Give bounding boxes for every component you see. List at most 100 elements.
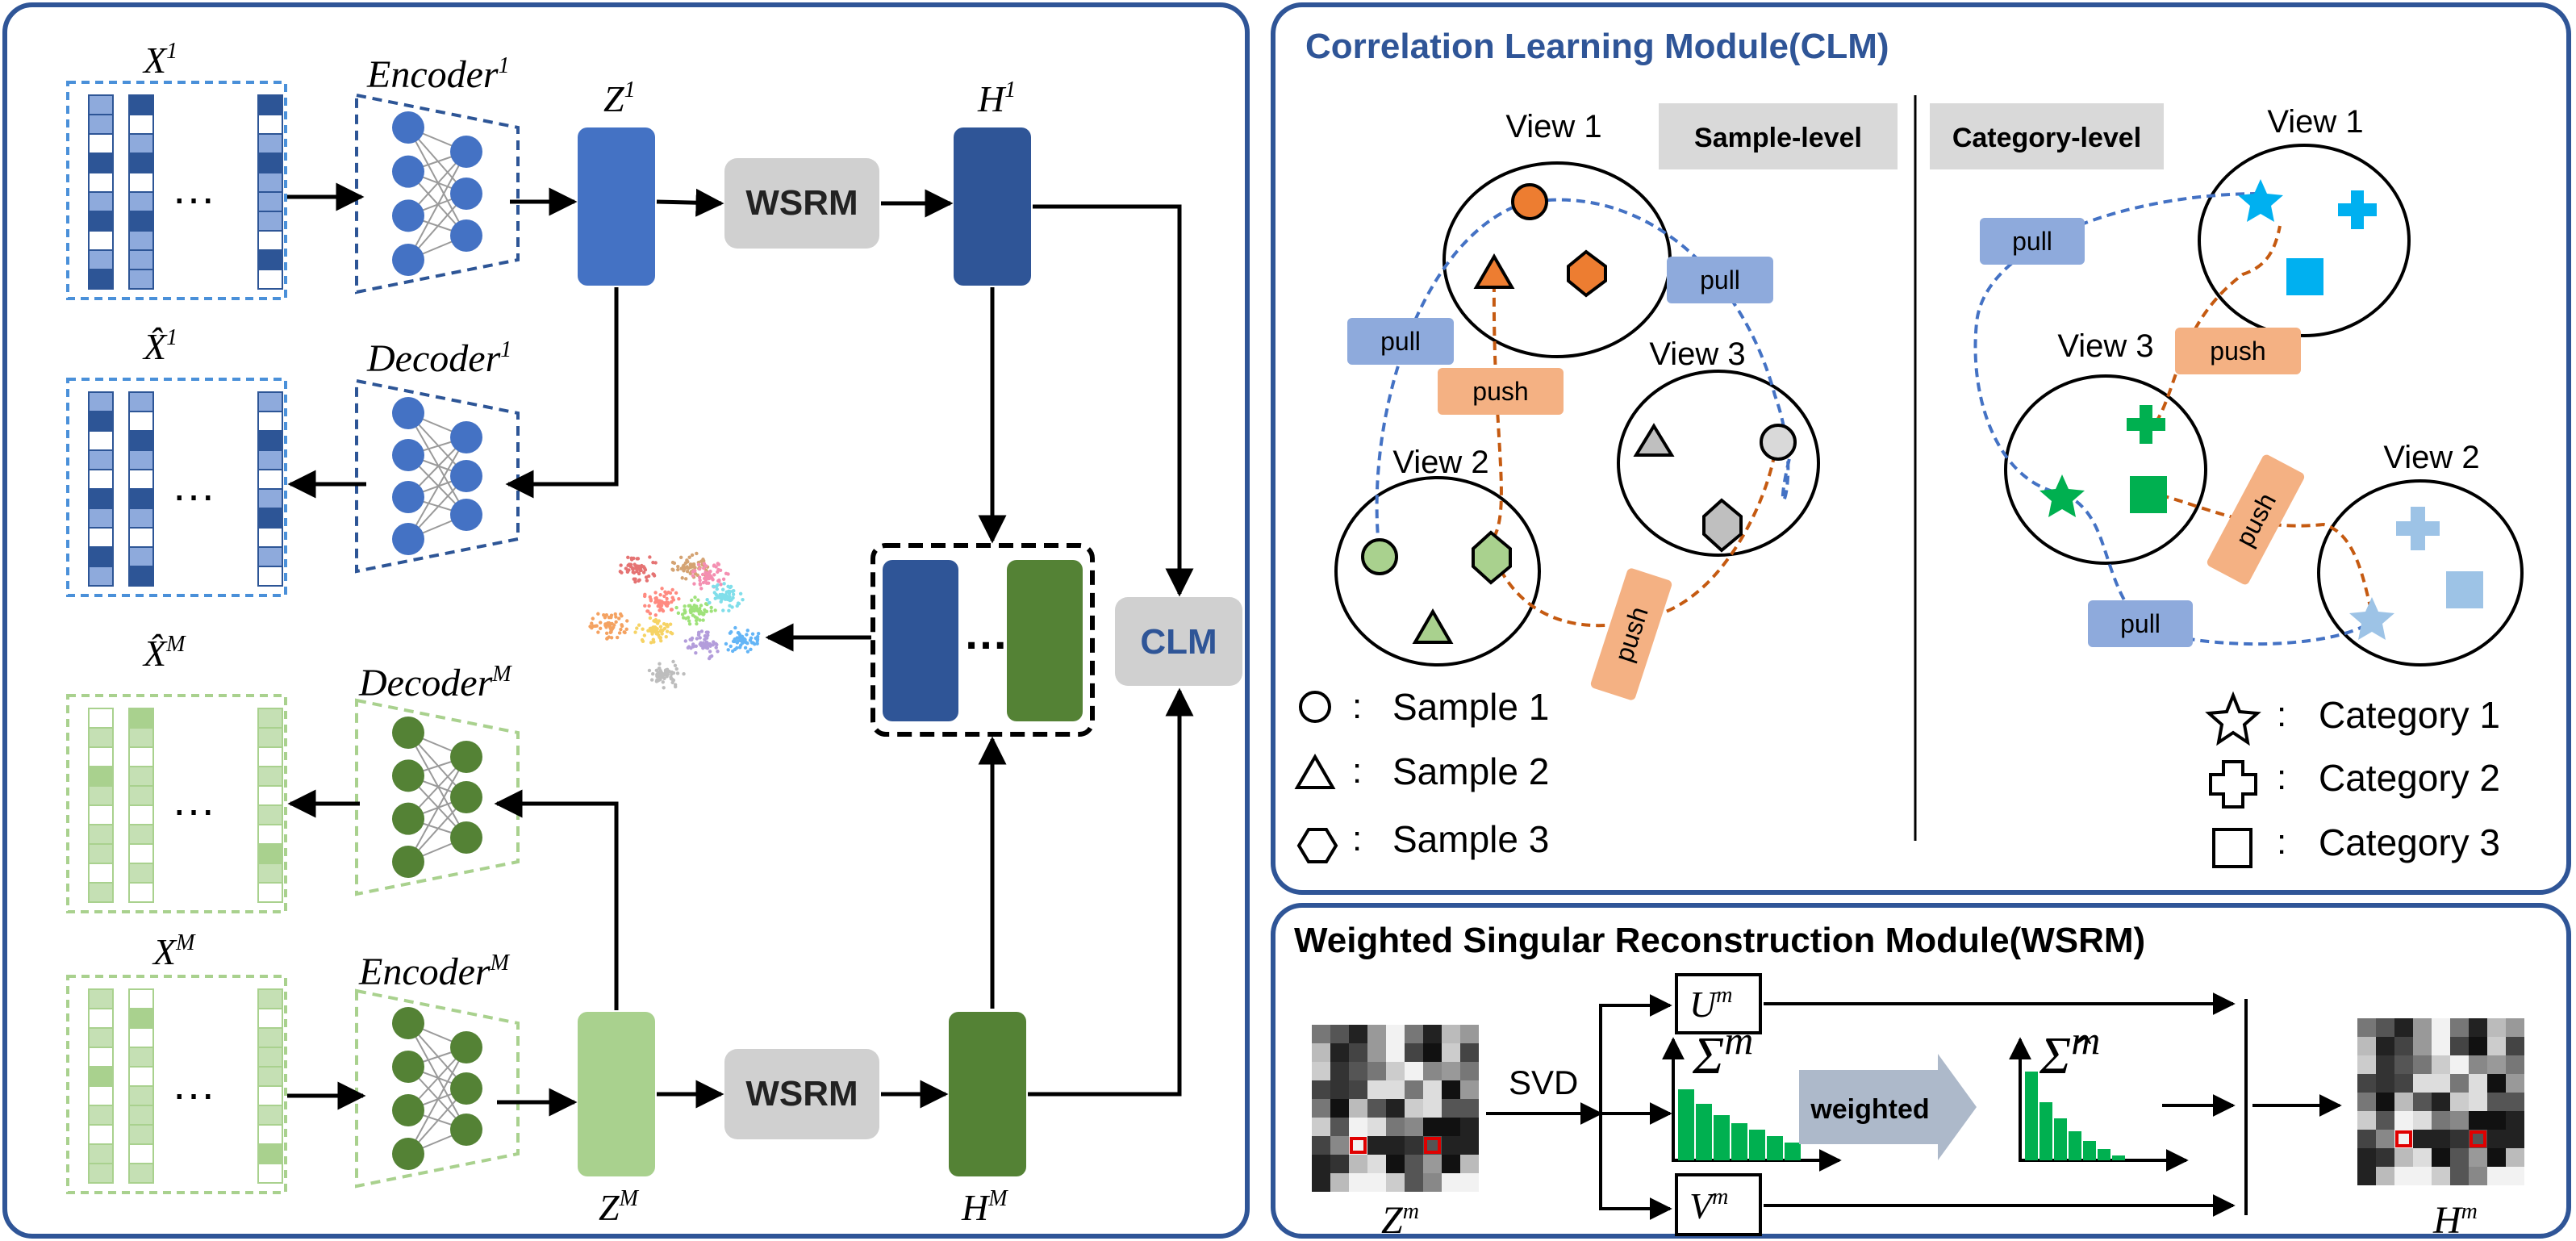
- matrix-cell: [2506, 1055, 2524, 1074]
- matrix-cell: [2376, 1055, 2394, 1074]
- matrix-cell: [1312, 1155, 1330, 1173]
- matrix-cell: [2487, 1018, 2506, 1037]
- cluster-point: [716, 650, 720, 654]
- cluster-point: [657, 673, 662, 677]
- matrix-cell: [1460, 1155, 1479, 1173]
- matrix-cell: [1386, 1043, 1405, 1062]
- cluster-point: [632, 570, 637, 575]
- input-xm: XM …: [66, 930, 287, 1194]
- feature-cell: [88, 391, 114, 412]
- cluster-point: [651, 672, 655, 676]
- network-node: [450, 1031, 482, 1063]
- matrix-cell: [2413, 1148, 2432, 1167]
- sample-level-label: Sample-level: [1694, 123, 1862, 153]
- cluster-point: [748, 638, 753, 642]
- feature-cell: [88, 708, 114, 729]
- cluster-point: [687, 622, 692, 626]
- cluster-point: [670, 567, 674, 571]
- matrix-cell: [2469, 1148, 2487, 1167]
- cluster-point: [679, 566, 683, 570]
- cluster-point: [701, 618, 705, 622]
- feature-cell: [88, 863, 114, 884]
- hm-block: [949, 1012, 1026, 1176]
- svd-label: SVD: [1509, 1063, 1578, 1101]
- cluster-point: [642, 594, 647, 599]
- cluster-point: [661, 628, 665, 633]
- cluster-point: [745, 641, 749, 646]
- matrix-cell: [1442, 1173, 1460, 1192]
- cluster-point: [705, 641, 709, 646]
- category2-view1-cross: [2338, 190, 2377, 229]
- spectrum-bar: [1731, 1123, 1747, 1160]
- feature-cell: [257, 211, 283, 232]
- recon-xm: X̂M …: [66, 632, 287, 913]
- feature-cell: [88, 1143, 114, 1164]
- cluster-point: [658, 625, 663, 629]
- feature-cell: [128, 708, 154, 729]
- v-box: [1675, 1173, 1762, 1236]
- encoder-1-label: Encoder1: [366, 53, 510, 96]
- matrix-cell: [2376, 1037, 2394, 1055]
- recon-x1-label: X̂1: [142, 325, 177, 367]
- network-node: [392, 1094, 424, 1126]
- cluster-point: [705, 646, 710, 650]
- feature-cell: [257, 114, 283, 135]
- cluster-point: [729, 644, 733, 649]
- matrix-cell: [2469, 1037, 2487, 1055]
- cluster-point: [706, 581, 711, 585]
- matrix-cell: [2432, 1093, 2450, 1111]
- feature-cell: [128, 1066, 154, 1087]
- feature-cell: [128, 269, 154, 290]
- fusion-h1-block: [883, 560, 958, 721]
- cluster-point: [695, 637, 699, 641]
- cluster-point: [675, 671, 680, 675]
- matrix-cell: [2357, 1111, 2376, 1130]
- cluster-point: [659, 604, 664, 608]
- spectrum-bar: [1696, 1104, 1712, 1160]
- cluster-point: [680, 612, 685, 616]
- network-frame: [355, 698, 520, 896]
- cluster-point: [708, 650, 712, 654]
- matrix-cell: [1330, 1099, 1349, 1118]
- cluster-point: [680, 576, 684, 580]
- matrix-cell: [2469, 1074, 2487, 1093]
- sample-push-tag-rotated: push: [1590, 568, 1672, 700]
- cluster-point: [678, 555, 683, 559]
- clm-title: Correlation Learning Module(CLM): [1305, 27, 1889, 66]
- feature-cell: [257, 133, 283, 154]
- matrix-cell: [2450, 1037, 2469, 1055]
- matrix-cell: [1405, 1118, 1423, 1136]
- feature-cell: [128, 391, 154, 412]
- matrix-cell: [1312, 1025, 1330, 1043]
- matrix-cell: [1330, 1025, 1349, 1043]
- cluster-point: [609, 629, 613, 634]
- cluster-point: [729, 630, 733, 634]
- matrix-cell: [1312, 1118, 1330, 1136]
- feature-cell: [257, 727, 283, 748]
- matrix-cell: [2506, 1167, 2524, 1185]
- feature-cell: [128, 1085, 154, 1106]
- matrix-cell: [1423, 1099, 1442, 1118]
- matrix-cell: [1460, 1136, 1479, 1155]
- cluster-point: [669, 630, 673, 635]
- feature-cell: [257, 882, 283, 903]
- matrix-cell: [2506, 1093, 2524, 1111]
- cluster-point: [624, 627, 628, 632]
- cluster-point: [699, 629, 704, 633]
- cluster-point: [712, 640, 716, 644]
- category-push-tag-rotated: push: [2207, 454, 2305, 585]
- sample-pull-tag-left: [1347, 318, 1454, 365]
- feature-cell: [128, 863, 154, 884]
- decoder-1-label: Decoder1: [366, 337, 511, 380]
- matrix-cell: [2469, 1093, 2487, 1111]
- wsrm-m-label: WSRM: [745, 1074, 858, 1114]
- matrix-cell: [2506, 1074, 2524, 1093]
- spectrum-bar: [2054, 1118, 2067, 1160]
- cluster-point: [617, 631, 622, 635]
- feature-cell: [257, 1085, 283, 1106]
- cluster-point: [683, 639, 687, 643]
- fusion-ellipsis: …: [963, 608, 1008, 658]
- cluster-point: [720, 587, 725, 591]
- network-node: [450, 781, 482, 813]
- cluster-point: [738, 591, 743, 596]
